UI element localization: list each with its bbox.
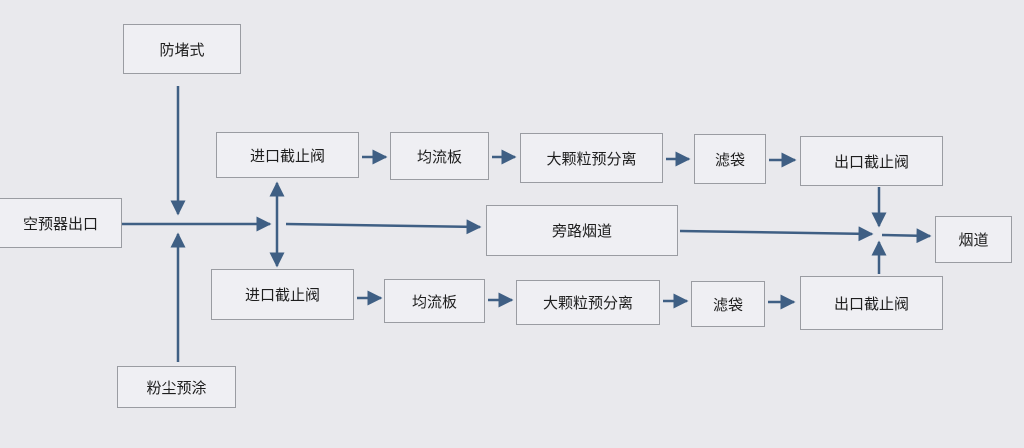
large-particle-sep-bottom-label: 大颗粒预分离 [542, 294, 633, 312]
preheater-outlet-label: 空预器出口 [22, 214, 98, 233]
filter-bag-top-label: 滤袋 [714, 150, 745, 169]
inlet-valve-top-label: 进口截止阀 [249, 146, 325, 165]
flue-label: 烟道 [958, 231, 989, 249]
anti-clog-label: 防堵式 [159, 40, 205, 59]
preheater-outlet-node: 空预器出口 [0, 198, 122, 248]
powder-precoat-label: 粉尘预涂 [146, 378, 207, 397]
bypass-to-junction-arrow [679, 226, 874, 242]
flow-plate-bottom-label: 均流板 [411, 292, 457, 311]
inlet-valve-bottom-node: 进口截止阀 [211, 269, 354, 320]
inlet-valve-bottom-label: 进口截止阀 [244, 286, 320, 304]
outlet-valve-bottom-node: 出口截止阀 [800, 276, 943, 330]
bypass-flue-node: 旁路烟道 [486, 205, 678, 256]
junction-to-flue-arrow [881, 228, 932, 244]
large-particle-sep-top-label: 大颗粒预分离 [546, 149, 637, 168]
outlet-valve-top-label: 出口截止阀 [833, 152, 909, 171]
flow-plate-top-label: 均流板 [416, 147, 462, 166]
filter-bag-top-node: 滤袋 [694, 134, 766, 184]
large-particle-sep-top-node: 大颗粒预分离 [520, 133, 663, 183]
flue-node: 烟道 [935, 216, 1012, 263]
inlet-valve-top-node: 进口截止阀 [216, 132, 359, 178]
anti-clog-node: 防堵式 [123, 24, 241, 74]
outlet-valve-bottom-label: 出口截止阀 [833, 294, 909, 313]
to-bypass-arrow [285, 219, 482, 235]
large-particle-sep-bottom-node: 大颗粒预分离 [516, 280, 660, 325]
flow-plate-top-node: 均流板 [390, 132, 489, 180]
filter-bag-bottom-label: 滤袋 [712, 295, 743, 314]
filter-bag-bottom-node: 滤袋 [691, 281, 765, 327]
powder-precoat-node: 粉尘预涂 [117, 366, 236, 408]
bypass-flue-label: 旁路烟道 [551, 222, 612, 240]
outlet-valve-top-node: 出口截止阀 [800, 136, 943, 186]
flow-plate-bottom-node: 均流板 [384, 279, 485, 323]
